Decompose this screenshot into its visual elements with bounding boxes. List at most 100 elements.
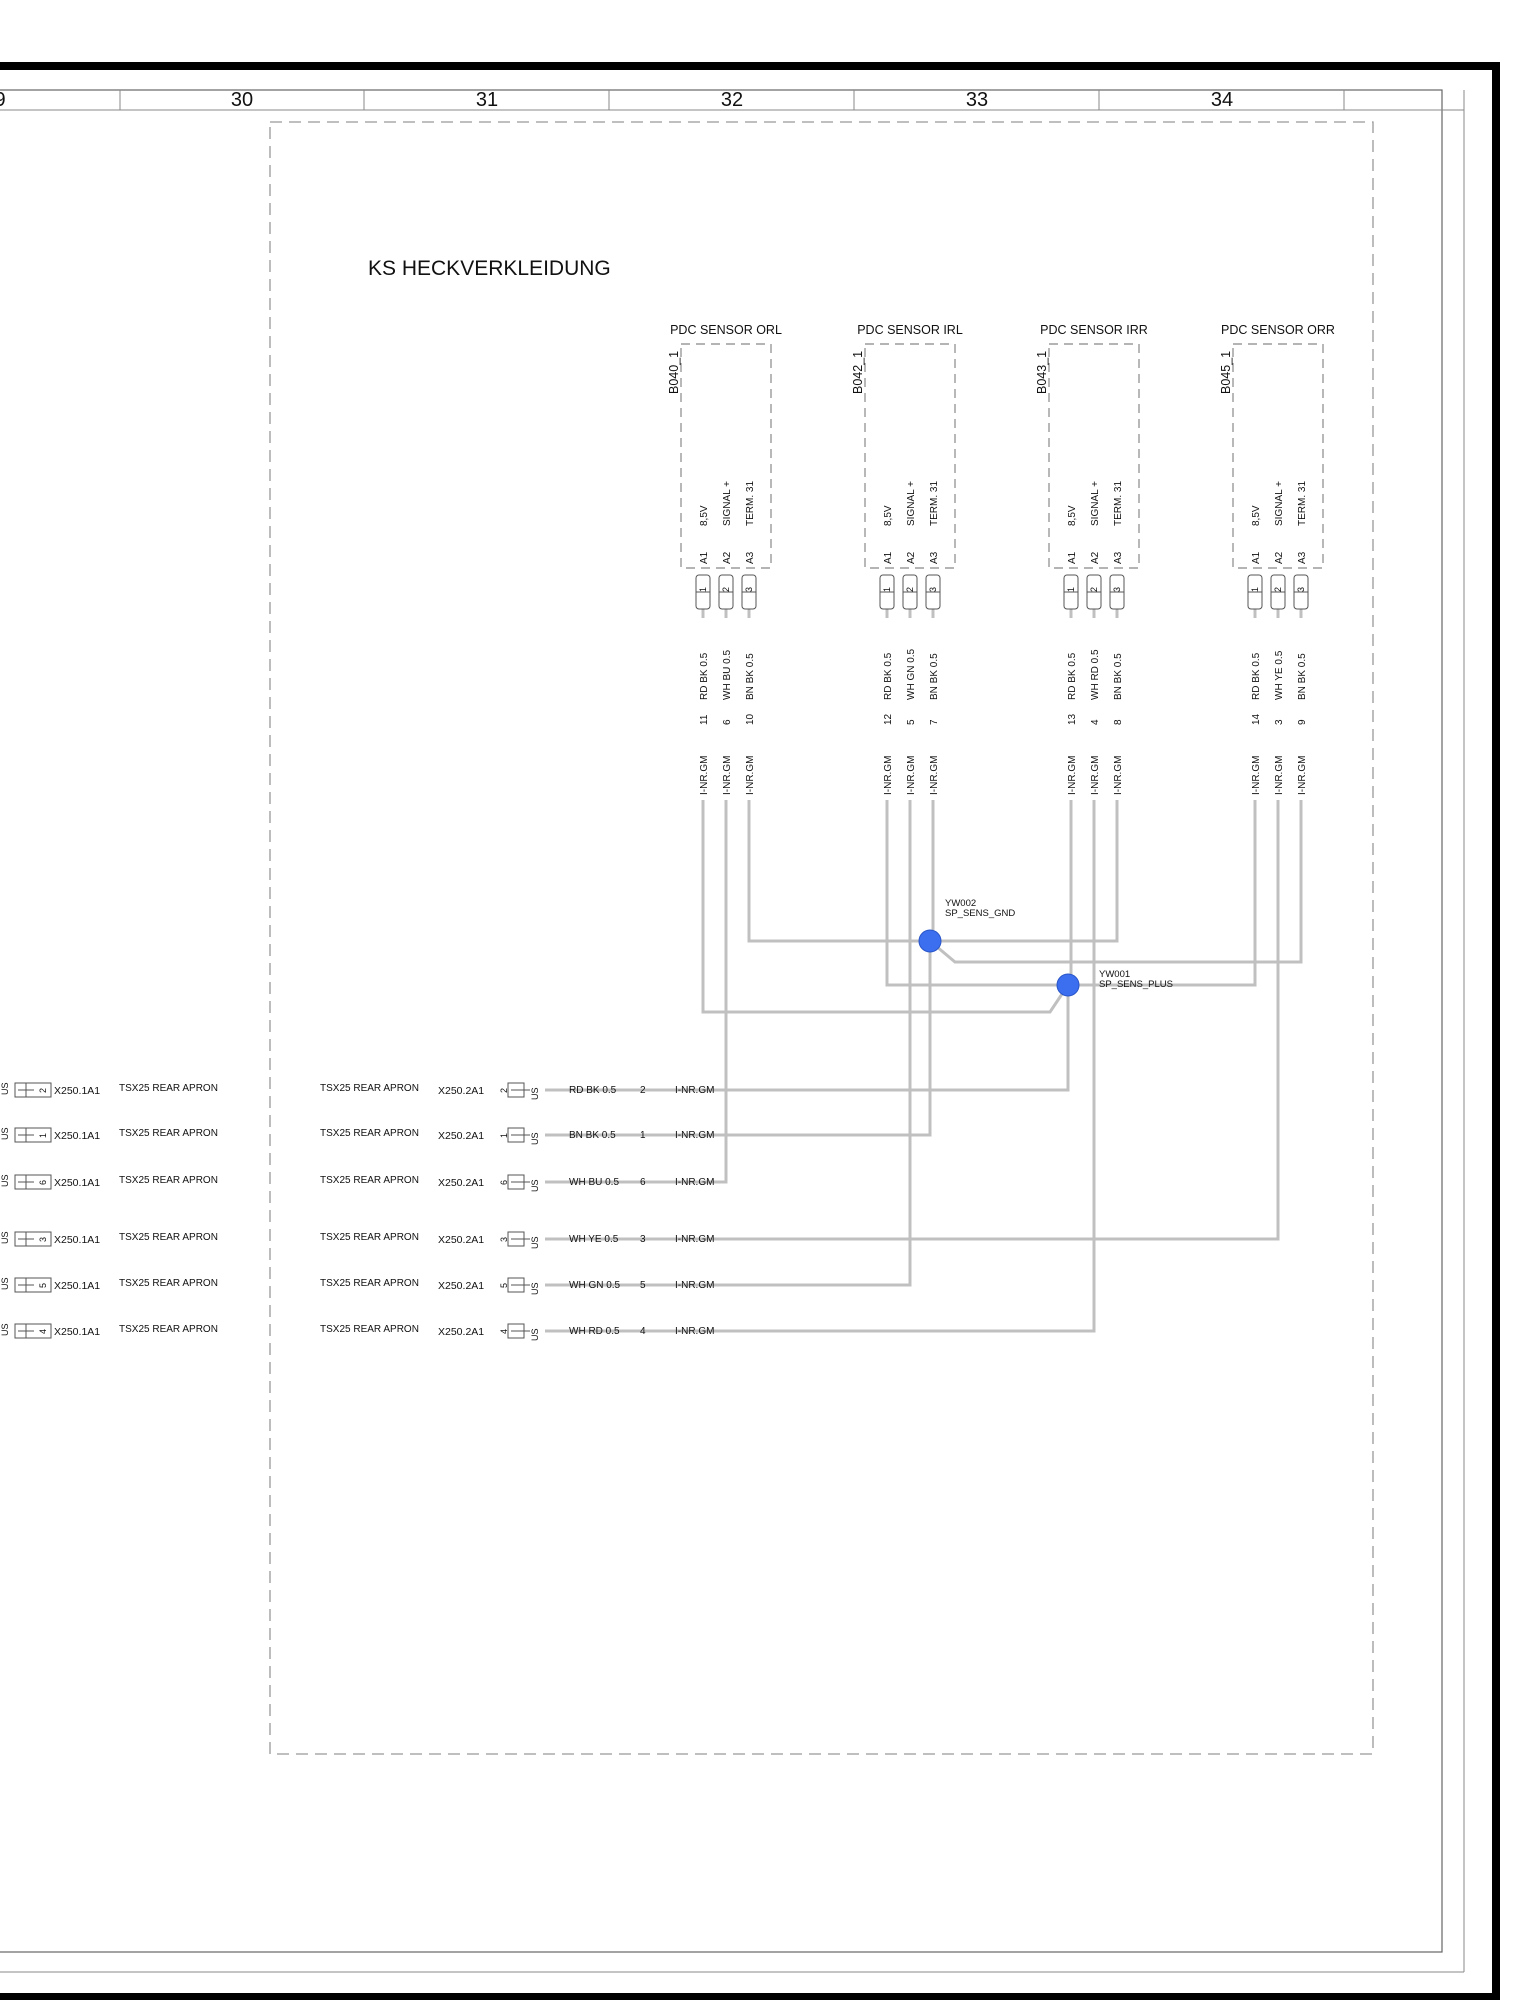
connector-id: X250.2A1 [438,1280,484,1292]
sensor-cavity: A3 [929,551,940,564]
wire-trace [545,941,932,1137]
wire-ref-label: I-NR.GM [675,1130,714,1141]
wire-trace [930,800,1119,943]
wire-number: 11 [699,714,710,725]
connector-desc: TSX25 REAR APRON [119,1232,218,1243]
connector-pin: 3 [38,1237,48,1242]
connector-tag: US [530,1236,540,1249]
sensor-name: PDC SENSOR ORR [1221,323,1335,337]
sensor-pin-label: 8,5V [883,505,894,526]
terminal-number: 2 [1273,587,1283,592]
wire-color-label: WH YE 0.5 [1274,650,1285,700]
wire-number: 10 [745,713,756,725]
splice-id: YW001 [1099,969,1130,980]
wire-color-label: BN BK 0.5 [929,653,940,700]
wire-ref-label: I-NR.GM [1090,756,1101,795]
connector-desc: TSX25 REAR APRON [320,1128,419,1139]
terminal-number: 3 [1296,587,1306,592]
connector-desc: TSX25 REAR APRON [320,1232,419,1243]
connector-pin: 5 [499,1283,509,1288]
terminal-number: 1 [882,587,892,592]
connector-tag: US [0,1082,10,1095]
zone-label: 9 [0,89,6,111]
wire-color-label: WH GN 0.5 [906,648,917,700]
splice-dot[interactable] [918,929,942,953]
connector-id: X250.2A1 [438,1177,484,1189]
wire-number: 3 [640,1234,646,1245]
sensor-cavity: A2 [722,551,733,564]
sensor-cavity: A2 [906,551,917,564]
wire-number: 13 [1067,713,1078,725]
connector-id: X250.1A1 [54,1177,100,1189]
sensor-cavity: A1 [699,551,710,564]
sensor-id: B045_1 [1219,351,1233,394]
wire-ref-label: I-NR.GM [1274,756,1285,795]
sensor-outline [864,343,956,569]
connector-id: X250.2A1 [438,1326,484,1338]
connector-tag: US [0,1231,10,1244]
connector-desc: TSX25 REAR APRON [119,1324,218,1335]
wire-ref-label: I-NR.GM [675,1234,714,1245]
wire-number: 7 [929,719,940,725]
connector-pin: 2 [499,1088,509,1093]
wire-ref-label: I-NR.GM [1297,756,1308,795]
sensor-name: PDC SENSOR ORL [670,323,782,337]
connector-id: X250.2A1 [438,1234,484,1246]
sensor-cavity: A2 [1274,551,1285,564]
sensor-cavity: A2 [1090,551,1101,564]
wire-ref-label: I-NR.GM [883,756,894,795]
wire-number: 8 [1113,719,1124,725]
wire-ref-label: I-NR.GM [906,756,917,795]
terminal-number: 1 [698,587,708,592]
wire-color-label: WH YE 0.5 [569,1234,619,1245]
terminal-number: 2 [905,587,915,592]
connector-tag: US [0,1277,10,1290]
terminal-number: 3 [744,587,754,592]
wire-ref-label: I-NR.GM [675,1280,714,1291]
connector-desc: TSX25 REAR APRON [320,1278,419,1289]
wire-color-label: WH GN 0.5 [569,1280,621,1291]
wire-color-label: RD BK 0.5 [569,1085,617,1096]
wire-color-label: BN BK 0.5 [1297,653,1308,700]
wire-trace [747,800,930,943]
sheet-inner-border [0,89,1443,1953]
connector-id: X250.1A1 [54,1085,100,1097]
sensor-pin-label: SIGNAL + [722,481,733,526]
connector-id: X250.1A1 [54,1326,100,1338]
sensor-id: B042_1 [851,351,865,394]
wire-color-label: BN BK 0.5 [569,1130,616,1141]
connector-tag: US [0,1323,10,1336]
wire-number: 12 [883,713,894,725]
wire-ref-label: I-NR.GM [675,1085,714,1096]
wire-ref-label: I-NR.GM [929,756,940,795]
zone-label: 32 [721,89,743,111]
splice-dot[interactable] [1056,973,1080,997]
wire-color-label: RD BK 0.5 [883,652,894,700]
wire-number: 14 [1251,713,1262,725]
sensor-outline [1048,343,1140,569]
sensor-pin-label: TERM. 31 [1113,481,1124,526]
wire-trace [885,800,1068,987]
section-title: KS HECKVERKLEIDUNG [368,257,611,280]
